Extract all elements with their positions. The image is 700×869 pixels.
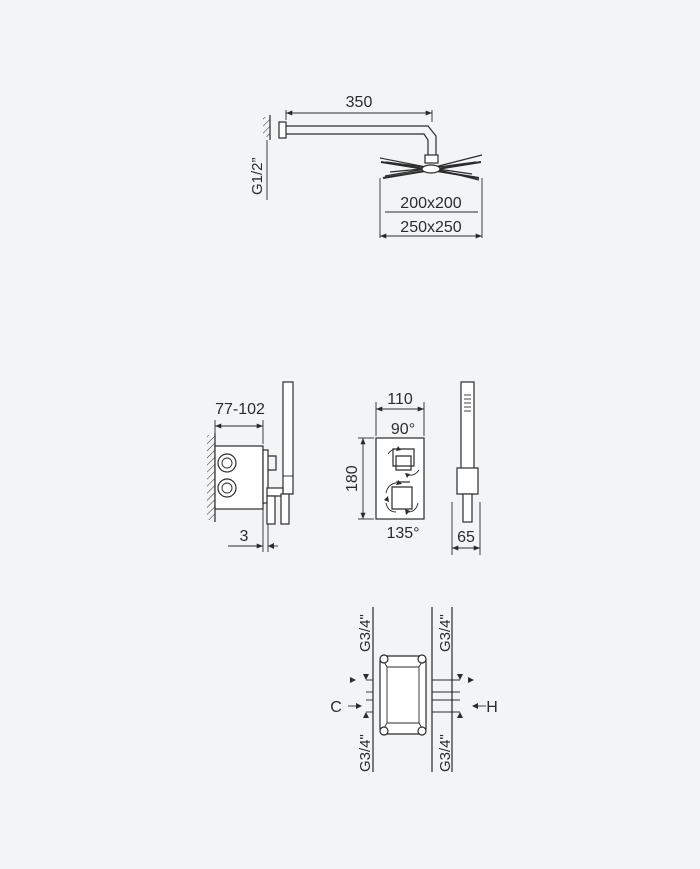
faceplate-front — [375, 437, 425, 520]
cold-arrow — [356, 703, 362, 709]
shower-head-view: 350 G1/2” 200x200 250x250 — [249, 94, 483, 239]
thread-bottom-right-label: G3/4" — [437, 734, 454, 772]
head-connector — [424, 154, 439, 164]
dim-250x250-label: 250x250 — [400, 219, 461, 236]
angle-135-label: 135° — [386, 525, 419, 542]
thread-g12-label: G1/2” — [249, 157, 266, 195]
dim-110-label: 110 — [387, 391, 413, 408]
dim-350-label: 350 — [346, 94, 373, 111]
hot-label: H — [486, 699, 498, 716]
wall-hatch — [263, 117, 270, 137]
wall-flange — [278, 121, 287, 139]
valve-body — [214, 445, 264, 510]
thread-bottom-left-label: G3/4" — [357, 734, 374, 772]
hand-shower-side — [282, 381, 294, 495]
shower-arm-top — [286, 125, 437, 155]
knob-diverter — [387, 446, 420, 478]
dim-200x200-label: 200x200 — [400, 195, 461, 212]
thread-top-right-label: G3/4" — [437, 614, 454, 652]
holder-stem — [280, 493, 290, 525]
hot-arrow — [472, 703, 478, 709]
dim-180-label: 180 — [344, 465, 361, 492]
mixer-side-view: 77-102 3 — [207, 381, 294, 552]
knob-thermostat — [384, 480, 419, 515]
hand-shower-view: 65 — [451, 381, 481, 555]
outlet-arrow-right — [468, 677, 474, 683]
thread-top-left-label: G3/4" — [357, 614, 374, 652]
valve-body-view: G3/4" G3/4" G3/4" G3/4" C H — [330, 607, 498, 772]
angle-90-label: 90° — [391, 421, 415, 438]
knob-upper-side — [268, 455, 277, 471]
dim-77-102-label: 77-102 — [215, 401, 265, 418]
shower-head-plate — [379, 154, 483, 181]
cartridge-lower — [217, 478, 237, 498]
cold-label: C — [330, 699, 342, 716]
faceplate-side — [262, 449, 269, 504]
holder-front — [456, 467, 479, 495]
mixer-front-view: 110 90° 135° 180 — [344, 391, 425, 542]
stem-front — [462, 493, 473, 523]
hose-outlet — [266, 495, 276, 525]
dim-65-label: 65 — [457, 529, 475, 546]
wall-hatch-side — [207, 435, 215, 520]
cartridge-upper — [217, 453, 237, 473]
shower-arm-bottom — [286, 133, 429, 155]
dim-3-label: 3 — [240, 528, 249, 545]
